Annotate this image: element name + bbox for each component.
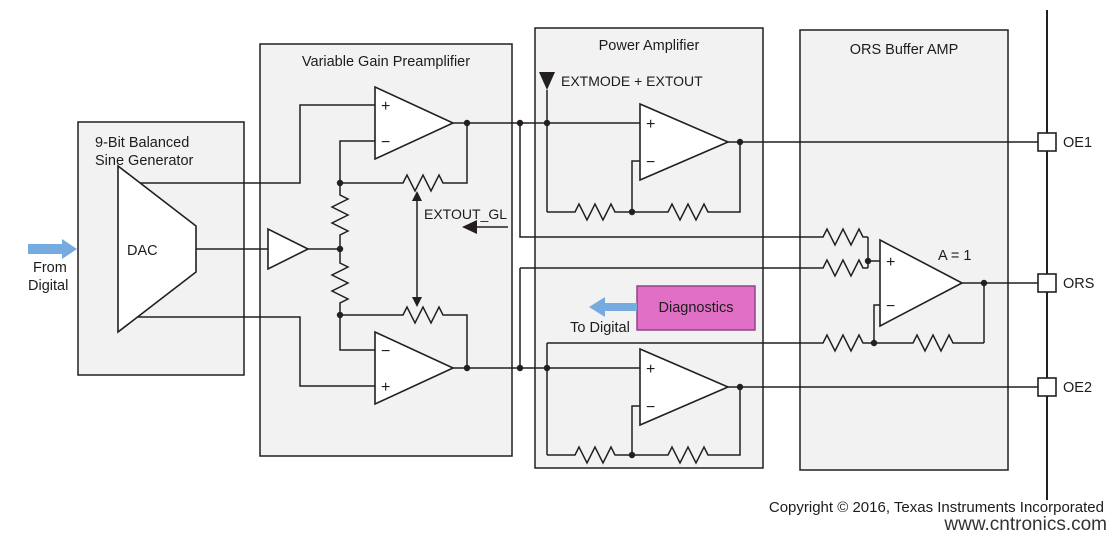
- ors-buffer-box: [799, 29, 1009, 471]
- minus-sign: −: [886, 298, 895, 315]
- pin-label: OE1: [1063, 135, 1092, 151]
- power-amp-box: [534, 27, 764, 469]
- preamp-title: Variable Gain Preamplifier: [302, 54, 470, 70]
- from-digital-label-2: Digital: [28, 278, 68, 294]
- extout-gl-arrow-icon: [462, 220, 477, 234]
- extmode-label: EXTMODE + EXTOUT: [561, 73, 703, 89]
- diagnostics-box: [636, 285, 756, 331]
- gang-arrow-icon: [412, 191, 422, 307]
- plus-sign: +: [381, 379, 390, 396]
- from-digital-arrow-icon: [28, 239, 77, 259]
- pin-square: [1037, 132, 1057, 152]
- pin-square: [1037, 377, 1057, 397]
- minus-sign: −: [381, 343, 390, 360]
- gain-label: A = 1: [938, 248, 971, 264]
- pin-label: OE2: [1063, 380, 1092, 396]
- plus-sign: +: [646, 361, 655, 378]
- power-amp-upper-opamp: + −: [639, 102, 731, 182]
- plus-sign: +: [646, 116, 655, 133]
- minus-sign: −: [381, 134, 390, 151]
- extmode-terminal-icon: [539, 72, 555, 90]
- sine-output-wires: [138, 104, 375, 387]
- diagnostics-label: Diagnostics: [659, 300, 734, 316]
- junction-dots: [336, 119, 988, 459]
- diagnostics-block: Diagnostics: [636, 285, 756, 331]
- sine-generator-title-1: 9-Bit Balanced: [95, 135, 189, 151]
- copyright-text: Copyright © 2016, Texas Instruments Inco…: [769, 499, 1104, 516]
- extout-gl-label: EXTOUT_GL: [424, 206, 507, 222]
- dac-symbol: DAC: [117, 164, 197, 334]
- sine-generator-title-2: Sine Generator: [95, 153, 194, 169]
- to-digital-output: To Digital: [570, 297, 637, 336]
- pin-label: ORS: [1063, 276, 1094, 292]
- plus-sign: +: [886, 254, 895, 271]
- preamp-upper-opamp: + −: [374, 85, 455, 161]
- pin-square: [1037, 273, 1057, 293]
- from-digital-label-1: From: [33, 260, 67, 276]
- to-digital-label: To Digital: [570, 320, 630, 336]
- preamp-lower-opamp: − +: [374, 330, 455, 406]
- power-amp-feedback-wires: [547, 142, 741, 456]
- ors-buffer-opamp: + −: [879, 238, 964, 328]
- ors-buffer-title: ORS Buffer AMP: [850, 42, 959, 58]
- from-digital-input: From Digital: [28, 239, 77, 294]
- power-amp-title: Power Amplifier: [599, 38, 700, 54]
- pin-ors: ORS: [1037, 273, 1094, 293]
- to-digital-arrow-icon: [589, 297, 637, 317]
- watermark-text: www.cntronics.com: [943, 514, 1107, 534]
- dac-label: DAC: [127, 243, 158, 259]
- minus-sign: −: [646, 154, 655, 171]
- minus-sign: −: [646, 399, 655, 416]
- buffer-amp-symbol: [267, 227, 310, 271]
- pin-oe1: OE1: [1037, 132, 1092, 152]
- pin-oe2: OE2: [1037, 377, 1092, 397]
- plus-sign: +: [381, 98, 390, 115]
- power-amp-lower-opamp: + −: [639, 347, 731, 427]
